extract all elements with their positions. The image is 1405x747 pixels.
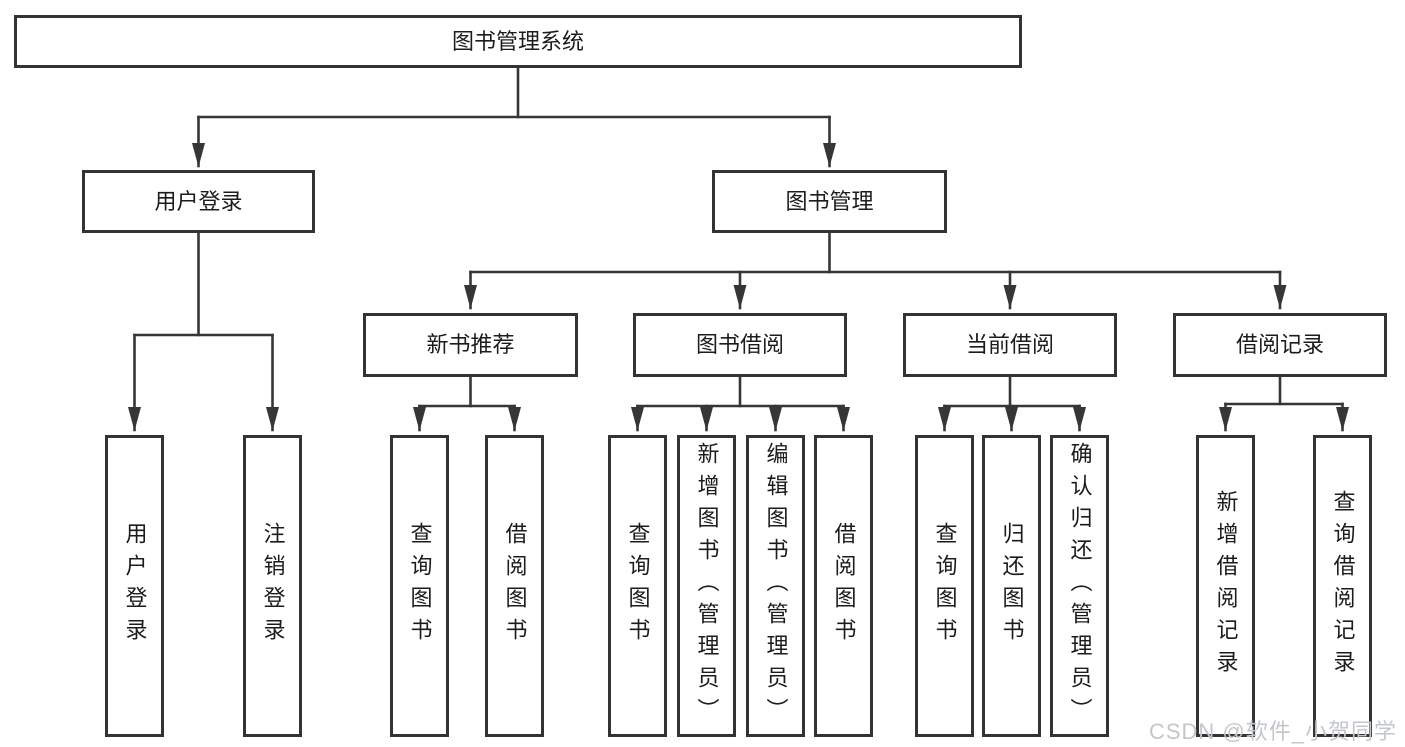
csdn-watermark: CSDN @软件_小贺同学 <box>1148 719 1397 744</box>
leaf-query-borrow-record: 查询借阅记录 <box>1313 435 1372 737</box>
leaf-borrow-book: 借阅图书 <box>814 435 873 737</box>
leaf-return-book: 归还图书 <box>982 435 1041 737</box>
leaf-query-book-recommend: 查询图书 <box>390 435 449 737</box>
node-book-borrow: 图书借阅 <box>633 313 847 377</box>
connector-group <box>128 66 1349 432</box>
leaf-query-book-current: 查询图书 <box>915 435 974 737</box>
leaf-add-borrow-record: 新增借阅记录 <box>1196 435 1255 737</box>
node-new-book-recommend: 新书推荐 <box>363 313 578 377</box>
node-user-login: 用户登录 <box>82 170 315 233</box>
node-borrow-record: 借阅记录 <box>1173 313 1387 377</box>
leaf-logout: 注销登录 <box>243 435 302 737</box>
node-current-borrow: 当前借阅 <box>903 313 1117 377</box>
leaf-edit-book-admin: 编辑图书（管理员） <box>746 435 805 737</box>
leaf-borrow-book-recommend: 借阅图书 <box>485 435 544 737</box>
leaf-add-book-admin: 新增图书（管理员） <box>677 435 736 737</box>
node-book-management: 图书管理 <box>712 170 947 233</box>
leaf-user-login: 用户登录 <box>105 435 164 737</box>
node-library-system: 图书管理系统 <box>14 15 1022 68</box>
leaf-confirm-return-admin: 确认归还（管理员） <box>1050 435 1109 737</box>
leaf-query-book-borrow: 查询图书 <box>608 435 667 737</box>
